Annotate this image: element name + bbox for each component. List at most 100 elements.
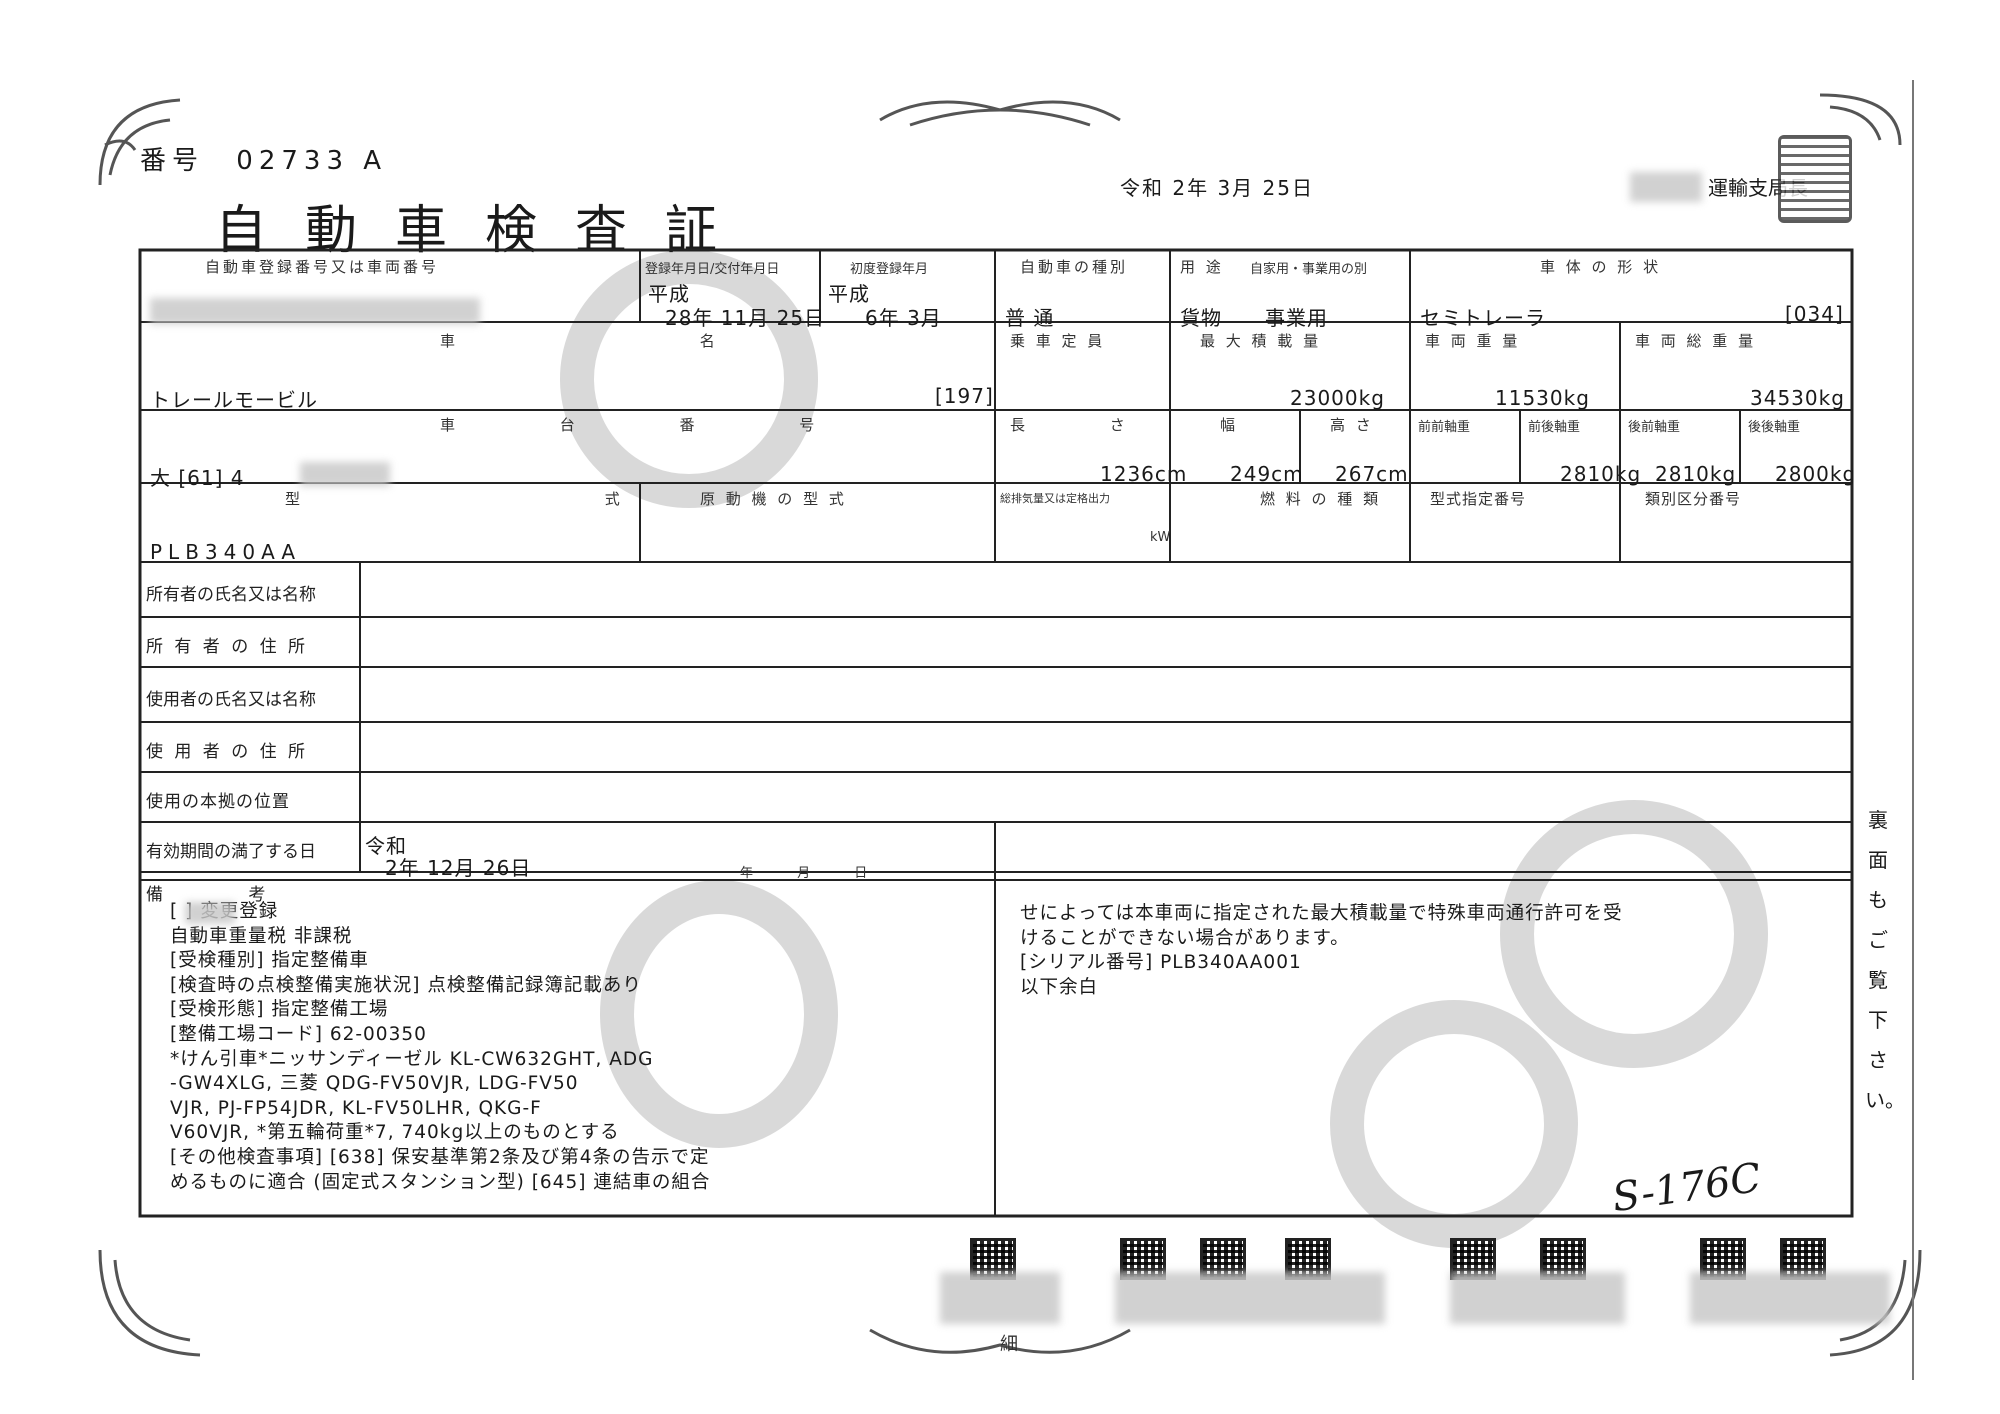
remark-line: [受検形態] 指定整備工場 [170,999,389,1021]
header-fuel: 燃 料 の 種 類 [1260,490,1382,508]
header-displacement: 総排気量又は定格出力 [1000,492,1110,505]
max-load-value: 23000kg [1290,386,1385,410]
header-width: 幅 [1220,416,1239,434]
remark-line: V60VJR, *第五輪荷重*7, 740kg以上のものとする [170,1122,620,1144]
remark-line: [検査時の点検整備実施状況] 点検整備記録簿記載あり [170,974,642,996]
first-reg-era: 平成 [828,282,870,306]
label-base-location: 使用の本拠の位置 [146,792,290,812]
header-length: 長 さ [1010,416,1165,434]
remark-line: -GW4XLG, 三菱 QDG-FV50VJR, LDG-FV50 [170,1073,579,1095]
remark-line: [整備工場コード] 62-00350 [170,1023,427,1045]
remark-line: 自動車重量税 非課税 [170,925,353,947]
vehicle-name-value: トレールモービル [150,388,318,412]
qr-code [1200,1238,1246,1280]
header-capacity: 乗 車 定 員 [1010,332,1106,350]
date-units: 年 月 日 [740,866,868,881]
remark-line: 以下余白 [1020,976,1099,998]
body-shape-value: セミトレーラ [1420,306,1546,330]
ornament-top-center [879,100,1121,127]
remark-line: VJR, PJ-FP54JDR, KL-FV50LHR, QKG-F [170,1097,542,1119]
usage-value: 貨物 [1180,306,1222,330]
header-gross-weight: 車 両 総 重 量 [1635,332,1757,350]
header-max-load: 最 大 積 載 量 [1200,332,1322,350]
footer-mark: 細 [1000,1334,1018,1355]
model-value: PLB340AA [150,540,302,564]
header-rf-axle: 後前軸重 [1628,420,1681,435]
header-rr-axle: 後後軸重 [1748,420,1801,435]
ornament-top-left [98,98,181,186]
redacted-reg-no [150,298,480,324]
side-note: 裏面もご覧下さい。 [1865,808,1905,1112]
ornament-bottom-center [869,1328,1131,1354]
label-user-address: 使 用 者 の 住 所 [146,742,309,762]
height-value: 267cm [1335,462,1409,486]
redacted-code [1450,1272,1625,1324]
header-first-reg: 初度登録年月 [850,262,929,277]
length-value: 1236cm [1100,462,1188,486]
issue-era: 平成 [648,282,690,306]
redacted-chassis [300,462,390,486]
redacted-code [1115,1272,1385,1324]
header-ff-axle: 前前軸重 [1418,420,1471,435]
header-height: 高 さ [1330,416,1374,434]
label-owner-address: 所 有 者 の 住 所 [146,637,309,657]
header-name: 車 名 [440,332,835,350]
header-reg-no: 自動車登録番号又は車両番号 [205,258,440,276]
remarks-left: [ ] 変更登録 自動車重量税 非課税 [受検種別] 指定整備車 [検査時の点検… [170,900,710,1195]
remark-line: [シリアル番号] PLB340AA001 [1020,952,1302,974]
redacted-code [1690,1272,1890,1324]
redacted-remark [185,902,235,924]
chassis-value: 大 [61] 4 [150,466,245,490]
header-model: 型 式 [285,490,770,508]
remark-line: けることができない場合があります。 [1020,927,1350,949]
rr-axle-value: 2800kg [1775,462,1857,486]
label-user-name: 使用者の氏名又は名称 [146,690,316,710]
fr-axle-value: 2810kg [1560,462,1642,486]
remark-line: [その他検査事項] [638] 保安基準第2条及び第4条の告示で定 [170,1146,710,1168]
remark-line: めるものに適合 (固定式スタンション型) [645] 連結車の組合 [170,1171,711,1193]
vehicle-name-code: [197] [935,384,994,408]
label-owner-name: 所有者の氏名又は名称 [146,585,316,605]
header-type-approval: 型式指定番号 [1430,490,1527,508]
issue-date-value: 28年 11月 25日 [665,306,826,330]
serial-number: 番号 02733 A [140,140,387,177]
remark-line: [受検種別] 指定整備車 [170,950,369,972]
remark-line: [ ] 変更登録 [170,901,279,922]
rf-axle-value: 2810kg [1655,462,1737,486]
header-fr-axle: 前後軸重 [1528,420,1581,435]
header-category-no: 類別区分番号 [1645,490,1742,508]
body-code: [034] [1785,302,1844,326]
redacted-office [1630,172,1702,202]
weight-value: 11530kg [1495,386,1590,410]
width-value: 249cm [1230,462,1304,486]
expiry-era: 令和 [365,834,407,858]
page-edge-line [1912,80,1914,1380]
header-body-shape: 車 体 の 形 状 [1540,258,1662,276]
serial-label: 番号 [140,146,205,176]
redacted-code [940,1272,1060,1324]
official-seal [1778,135,1852,223]
expiry-date: 2年 12月 26日 [385,856,532,880]
ornament-top-right [1819,93,1902,146]
header-vehicle-kind: 自動車の種別 [1020,258,1129,276]
label-expiry: 有効期間の満了する日 [146,842,316,862]
header-weight: 車 両 重 量 [1425,332,1521,350]
gross-weight-value: 34530kg [1750,386,1845,410]
header-private-business: 自家用・事業用の別 [1250,262,1368,277]
first-reg-value: 6年 3月 [865,306,942,330]
private-business-value: 事業用 [1265,306,1328,330]
remarks-right: せによっては本車両に指定された最大積載量で特殊車両通行許可を受 けることができな… [1020,902,1623,1000]
remark-line: せによっては本車両に指定された最大積載量で特殊車両通行許可を受 [1020,903,1623,924]
vehicle-kind-value: 普 通 [1005,306,1055,330]
ornament-bottom-left [98,1249,201,1357]
kw-unit: kW [1150,530,1171,545]
remark-line: *けん引車*ニッサンディーゼル KL-CW632GHT, ADG [170,1048,654,1070]
header-issue-date: 登録年月日/交付年月日 [645,262,780,277]
qr-code [1120,1238,1166,1280]
header-chassis: 車 台 番 号 [440,416,865,434]
header-engine-model: 原 動 機 の 型 式 [700,490,847,508]
header-usage: 用 途 [1180,258,1224,276]
issue-date: 令和 2年 3月 25日 [1120,176,1314,200]
label-remarks: 備 考 [146,885,306,905]
serial-value: 02733 A [236,146,388,176]
